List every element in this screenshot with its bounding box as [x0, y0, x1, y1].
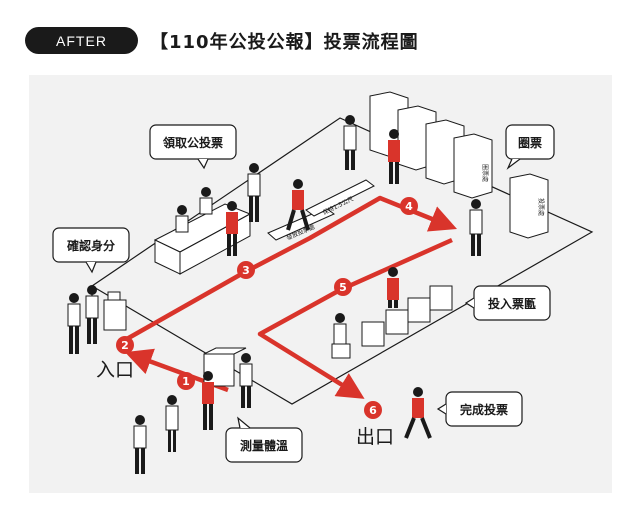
callout-finish: 完成投票	[436, 391, 523, 427]
voter-ballot	[226, 201, 238, 256]
svg-text:完成投票: 完成投票	[460, 402, 508, 417]
person-queue-1	[133, 415, 147, 474]
step-1: 1	[177, 372, 195, 390]
voter-temperature	[202, 371, 214, 430]
step-2: 2	[116, 336, 134, 354]
ballot-boxes	[361, 285, 453, 347]
step-3: 3	[237, 261, 255, 279]
exit-label: 出口	[356, 426, 394, 448]
svg-text:測量體溫: 測量體溫	[240, 438, 288, 453]
svg-text:投入票匭: 投入票匭	[488, 296, 536, 311]
svg-text:4: 4	[405, 200, 413, 213]
step-4: 4	[400, 197, 418, 215]
staff-booth-right	[469, 199, 483, 256]
voter-exiting	[404, 387, 432, 439]
svg-text:圈票: 圈票	[518, 135, 542, 150]
callout-verify-id: 確認身分	[52, 227, 130, 274]
distance-sign: 保持1.5公尺	[305, 179, 375, 217]
svg-text:圈票處: 圈票處	[481, 164, 489, 182]
staff-counter-2	[199, 187, 213, 215]
person-queue-2	[165, 395, 179, 452]
voter-casting	[387, 267, 399, 308]
step-6: 6	[364, 401, 382, 419]
svg-text:3: 3	[242, 264, 250, 277]
svg-text:確認身分: 確認身分	[67, 238, 115, 253]
staff-id-1	[67, 293, 81, 354]
flow-path	[123, 195, 458, 399]
callout-mark-ballot: 圈票	[505, 124, 555, 170]
after-badge: AFTER	[25, 27, 138, 54]
callout-get-ballot: 領取公投票	[149, 124, 237, 170]
callout-temperature: 測量體溫	[225, 416, 303, 463]
staff-seated	[331, 313, 351, 359]
step-5: 5	[334, 278, 352, 296]
staff-counter-1	[175, 205, 189, 233]
entrance-label: 入口	[96, 359, 134, 381]
svg-text:投票處: 投票處	[537, 198, 545, 216]
staff-temperature	[239, 353, 253, 408]
page-title: 【110年公投公報】投票流程圖	[150, 32, 419, 53]
voter-walking	[286, 179, 310, 231]
staff-booth	[343, 115, 357, 170]
staff-ballot-standing	[247, 163, 261, 222]
staff-id-2	[85, 285, 99, 344]
svg-text:領取公投票: 領取公投票	[162, 135, 223, 150]
svg-text:5: 5	[339, 281, 347, 294]
id-table	[103, 291, 127, 331]
svg-text:2: 2	[121, 339, 129, 352]
svg-text:1: 1	[182, 375, 190, 388]
callout-cast-ballot: 投入票匭	[464, 285, 551, 321]
voter-booth	[388, 129, 400, 184]
svg-text:6: 6	[369, 404, 377, 417]
